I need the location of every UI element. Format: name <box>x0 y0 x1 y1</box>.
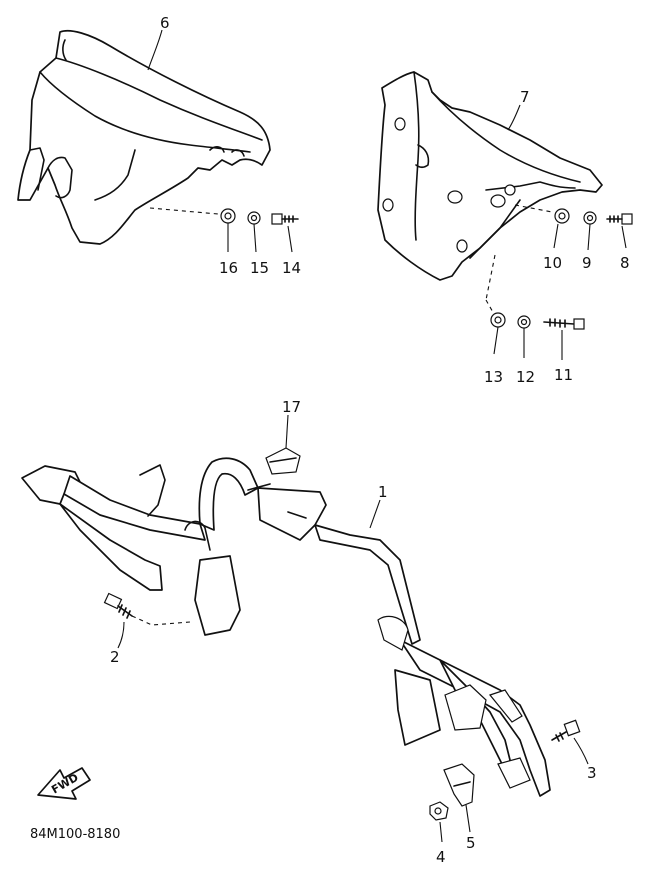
callout-7: 7 <box>520 88 530 106</box>
part-13-collar <box>490 312 506 328</box>
part-6-cover <box>17 29 271 245</box>
part-15-washer <box>247 211 261 225</box>
part-2-bolt <box>103 592 133 619</box>
leader-lines <box>117 29 627 843</box>
callout-1: 1 <box>378 483 388 501</box>
part-10-collar <box>554 208 570 224</box>
callout-4: 4 <box>436 848 446 866</box>
part-12-washer <box>517 315 531 329</box>
part-17-clip <box>265 447 301 475</box>
part-14-bolt <box>271 213 299 225</box>
callout-8: 8 <box>620 254 630 272</box>
callout-13: 13 <box>484 368 503 386</box>
callout-5: 5 <box>466 834 476 852</box>
callout-17: 17 <box>282 398 301 416</box>
callout-10: 10 <box>543 254 562 272</box>
callout-14: 14 <box>282 259 301 277</box>
fwd-arrow-icon: FWD <box>37 767 91 800</box>
part-plate <box>497 757 531 789</box>
callout-15: 15 <box>250 259 269 277</box>
figure-code: 84M100-8180 <box>30 827 120 842</box>
part-4-nut <box>429 801 449 821</box>
callout-16: 16 <box>219 259 238 277</box>
callout-6: 6 <box>160 14 170 32</box>
callout-11: 11 <box>554 366 573 384</box>
part-16-collar <box>220 208 236 224</box>
part-9-washer <box>583 211 597 225</box>
part-8-bolt <box>606 213 633 225</box>
callout-2: 2 <box>110 648 120 666</box>
part-11-bolt <box>543 318 585 330</box>
part-5-clip <box>443 763 475 807</box>
part-3-bolt <box>551 719 581 742</box>
part-1-stay-frame <box>21 457 551 797</box>
part-7-side-panel <box>377 71 603 281</box>
callout-9: 9 <box>582 254 592 272</box>
callout-3: 3 <box>587 764 597 782</box>
callout-12: 12 <box>516 368 535 386</box>
